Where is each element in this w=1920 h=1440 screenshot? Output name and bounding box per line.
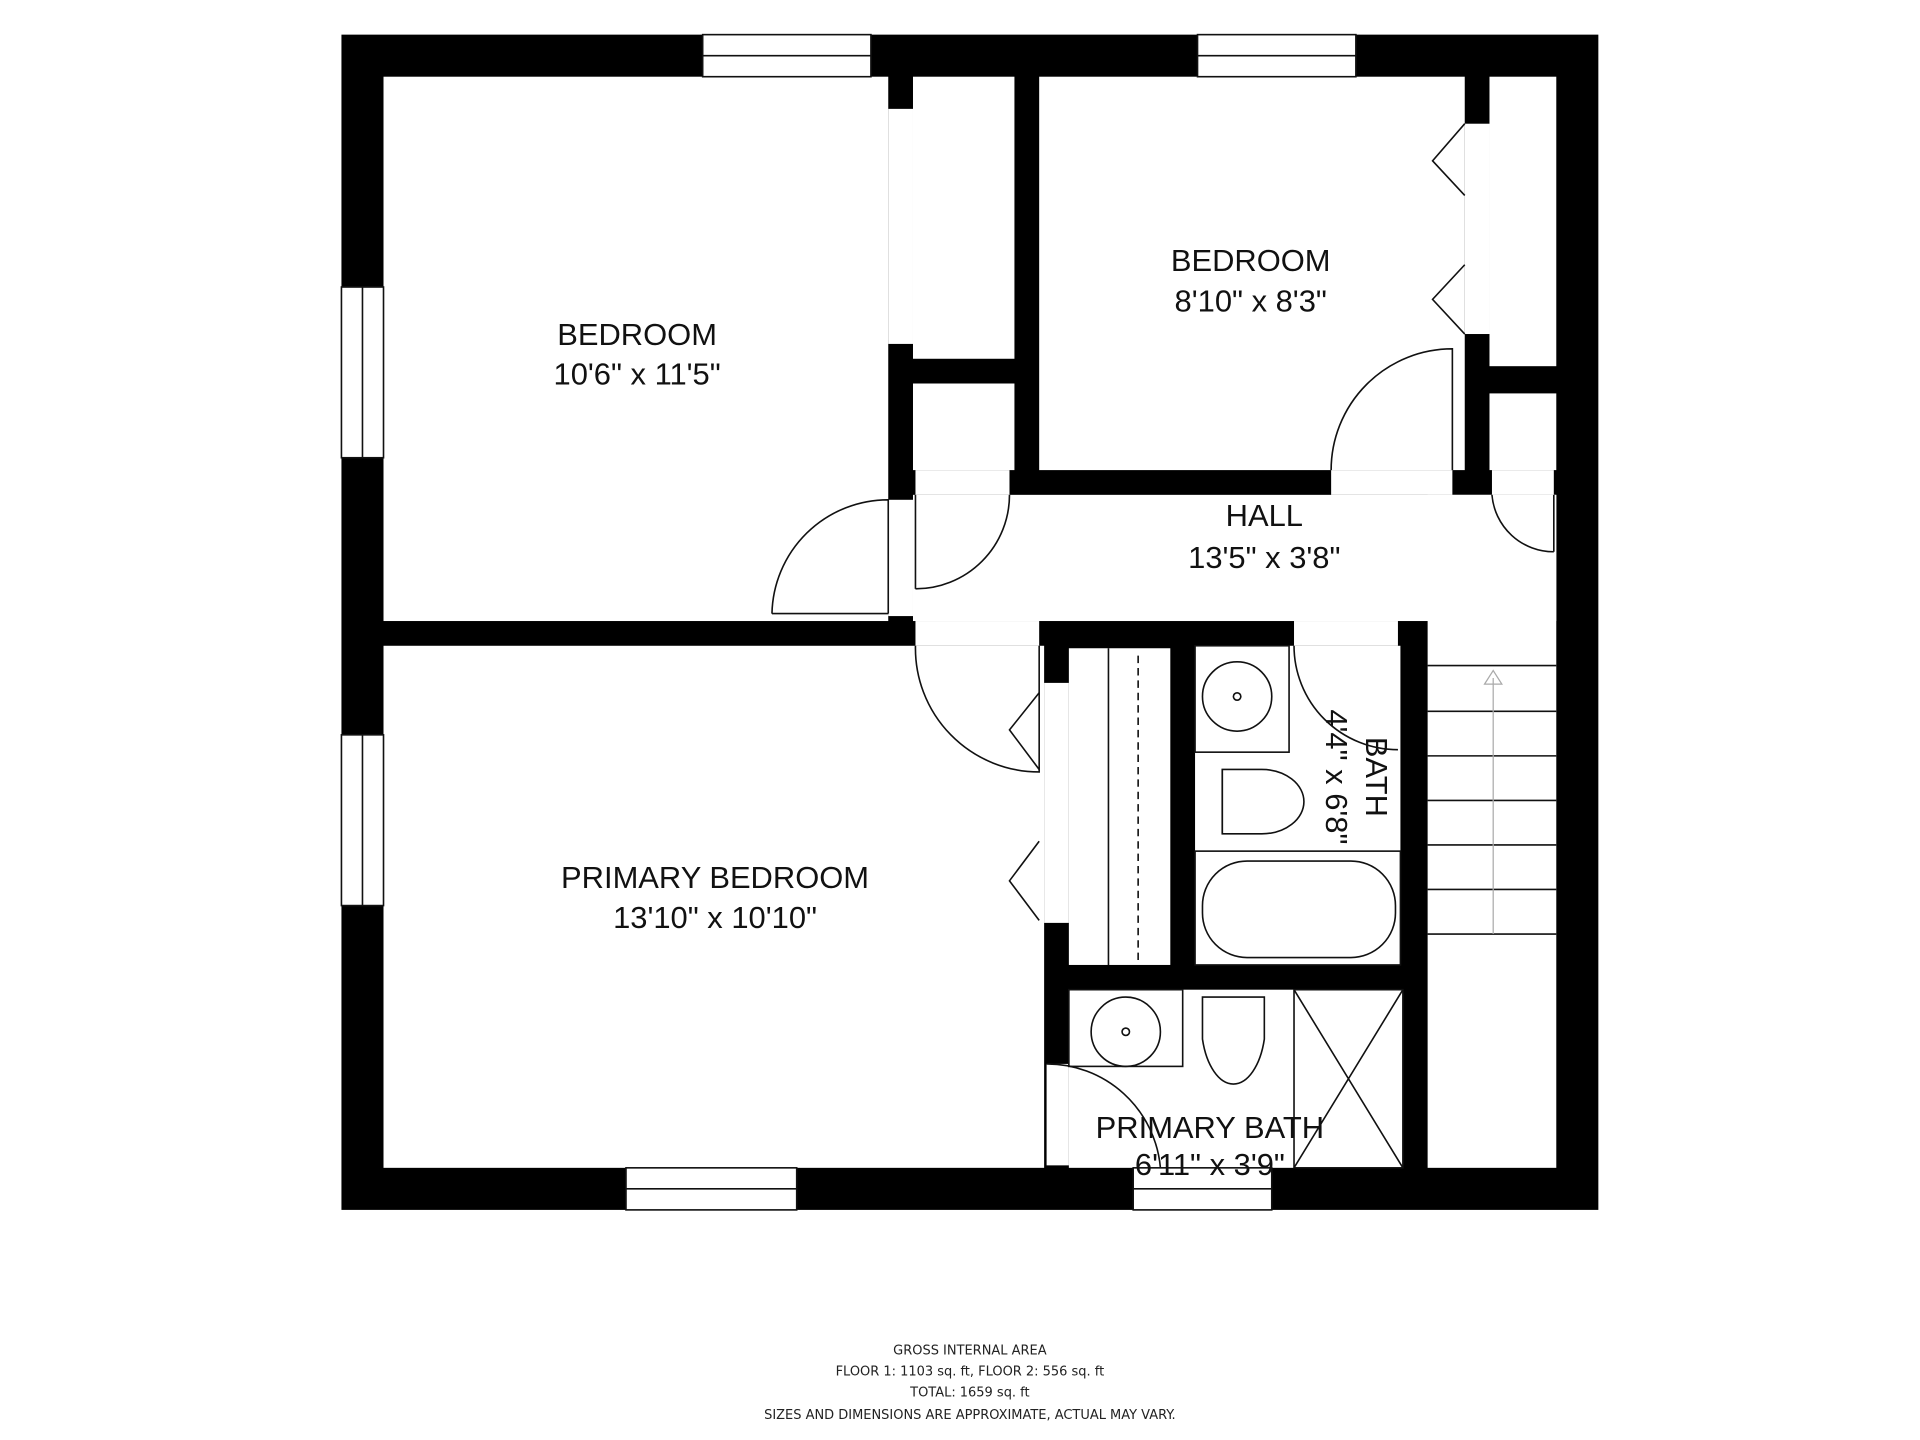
closet-3-floor	[1489, 76, 1557, 367]
area-total: TOTAL: 1659 sq. ft	[909, 1386, 1029, 1401]
windows	[340, 33, 1357, 1211]
room-size: 10'6" x 11'5"	[554, 357, 721, 392]
room-size: 6'11" x 3'9"	[1135, 1147, 1285, 1182]
toilet-icon	[1221, 768, 1305, 835]
area-floors: FLOOR 1: 1103 sq. ft, FLOOR 2: 556 sq. f…	[836, 1365, 1105, 1380]
room-size: 8'10" x 8'3"	[1175, 284, 1327, 319]
door-opening	[1294, 621, 1398, 646]
door-opening	[1491, 470, 1554, 495]
toilet-icon	[1201, 996, 1266, 1085]
room-name: BEDROOM	[557, 317, 717, 352]
room-name: PRIMARY BEDROOM	[561, 860, 869, 895]
bedroom-1-floor	[383, 76, 889, 622]
stair-floor	[1427, 494, 1557, 1168]
door-opening	[1046, 1063, 1069, 1166]
closet-1-floor	[912, 76, 1015, 359]
door-opening	[888, 499, 913, 617]
closet-2-floor	[912, 383, 1015, 471]
room-size: 13'10" x 10'10"	[613, 900, 817, 935]
door-opening	[1044, 682, 1069, 923]
bath-fixtures	[1068, 644, 1404, 1169]
sink-icon	[1201, 661, 1273, 732]
closet-opening	[888, 108, 913, 344]
area-disclaimer: SIZES AND DIMENSIONS ARE APPROXIMATE, AC…	[764, 1408, 1176, 1423]
room-name: BEDROOM	[1171, 243, 1331, 278]
wardrobe-floor	[1068, 648, 1171, 965]
room-size: 13'5" x 3'8"	[1188, 540, 1340, 575]
primary-bath-floor	[1068, 989, 1403, 1168]
primary-bedroom-floor	[383, 645, 1045, 1168]
room-name: PRIMARY BATH	[1096, 1110, 1324, 1145]
room-floors	[383, 76, 1557, 1168]
bedroom-2-floor	[1039, 76, 1465, 471]
vanity	[1194, 644, 1290, 753]
wardrobe	[1107, 648, 1139, 965]
door-opening	[915, 470, 1010, 495]
room-name: HALL	[1226, 498, 1303, 533]
area-title: GROSS INTERNAL AREA	[893, 1344, 1047, 1359]
bath-floor	[1195, 645, 1401, 965]
door-opening	[1331, 470, 1453, 495]
closet-opening	[1464, 123, 1490, 335]
room-name: BATH	[1359, 737, 1394, 817]
bathtub-icon	[1201, 860, 1397, 959]
door-opening	[915, 621, 1040, 646]
room-size: 4'4" x 6'8"	[1319, 709, 1354, 844]
sink-icon	[1090, 996, 1162, 1068]
stairs	[1427, 664, 1557, 935]
closet-4-floor	[1489, 393, 1557, 471]
shower-icon	[1293, 988, 1404, 1169]
